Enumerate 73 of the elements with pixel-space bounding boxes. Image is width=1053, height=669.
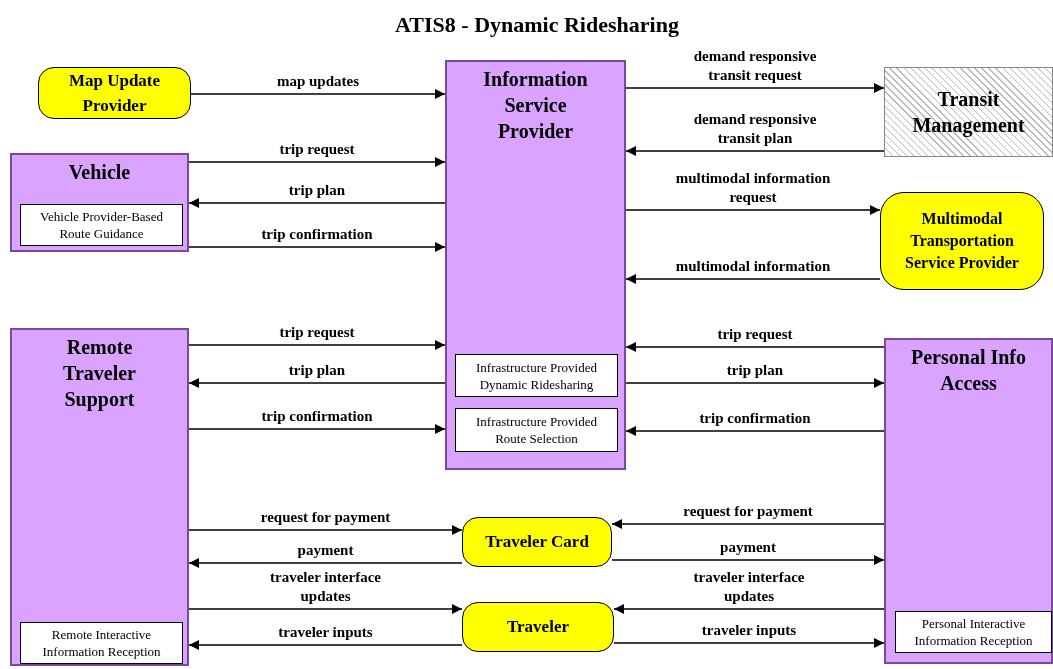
system-box xyxy=(10,153,189,252)
node-label: Traveler Card xyxy=(484,531,590,554)
arrow xyxy=(188,640,463,650)
arrow xyxy=(188,424,446,434)
terminator-box xyxy=(462,602,614,652)
edge-label: trip request xyxy=(278,323,356,342)
edge-label: trip request xyxy=(716,325,794,344)
system-box xyxy=(10,328,189,666)
terminator-box xyxy=(880,192,1044,290)
arrow xyxy=(625,378,885,388)
edge-label: trip plan xyxy=(725,361,785,380)
arrow xyxy=(188,378,446,388)
edge-label: demand responsive transit plan xyxy=(692,110,818,148)
node-label: Remote Interactive Information Reception xyxy=(41,626,162,660)
edge-label: trip plan xyxy=(287,361,347,380)
hatched-system-box xyxy=(884,67,1053,157)
node-label: Map Update Provider xyxy=(67,69,162,117)
arrow xyxy=(625,83,885,93)
function-box xyxy=(895,611,1052,653)
edge-label: payment xyxy=(719,538,777,557)
function-box xyxy=(455,354,618,397)
arrow xyxy=(188,242,446,252)
arrow xyxy=(188,604,463,614)
edge-label: payment xyxy=(296,541,355,560)
node-label: Personal Interactive Information Reception xyxy=(913,615,1034,649)
node-label: Multimodal Transportation Service Provider xyxy=(904,209,1020,273)
node-label: Infrastructure Provided Dynamic Ridesharing xyxy=(475,358,598,393)
arrow xyxy=(613,638,885,648)
edge-label: map updates xyxy=(275,72,361,91)
arrow xyxy=(625,426,885,436)
terminator-box xyxy=(462,517,612,567)
node-label: Transit Management xyxy=(911,87,1026,138)
arrow xyxy=(611,519,885,529)
edge-label: demand responsive transit request xyxy=(692,47,818,85)
arrow xyxy=(188,198,446,208)
edge-label: traveler interface updates xyxy=(269,568,382,606)
node-label: Remote Traveler Support xyxy=(62,335,137,412)
node-label: Personal Info Access xyxy=(910,345,1027,396)
node-label: Infrastructure Provided Route Selection xyxy=(475,413,598,447)
function-box xyxy=(20,204,183,246)
node-label: Vehicle xyxy=(67,160,132,185)
arrow xyxy=(625,205,881,215)
function-box xyxy=(455,408,618,452)
arrow xyxy=(188,558,463,568)
edge-label: multimodal information xyxy=(674,257,832,276)
arrow xyxy=(625,146,885,156)
arrow xyxy=(625,274,881,284)
arrow xyxy=(625,342,885,352)
arrow xyxy=(188,157,446,167)
diagram-title: ATIS8 - Dynamic Ridesharing xyxy=(394,11,680,39)
function-box xyxy=(20,622,183,664)
system-box xyxy=(445,60,626,470)
terminator-box xyxy=(38,67,191,119)
arrow xyxy=(613,604,885,614)
node-label: Information Service Provider xyxy=(482,67,589,144)
arrow xyxy=(190,89,446,99)
edge-label: trip plan xyxy=(287,181,347,200)
edge-label: traveler inputs xyxy=(277,623,374,642)
edge-label: trip confirmation xyxy=(260,407,374,426)
edge-label: trip confirmation xyxy=(698,409,812,428)
node-label: Traveler xyxy=(506,616,570,639)
arrow xyxy=(188,525,463,535)
edge-label: request for payment xyxy=(259,508,392,527)
edge-label: trip request xyxy=(278,140,356,159)
arrow xyxy=(611,555,885,565)
system-box xyxy=(884,338,1053,664)
node-label: Vehicle Provider-Based Route Guidance xyxy=(39,208,164,242)
edge-label: traveler interface updates xyxy=(692,568,806,606)
edge-label: request for payment xyxy=(682,502,814,521)
arrow xyxy=(188,340,446,350)
edge-label: traveler inputs xyxy=(700,621,798,640)
edge-label: multimodal information request xyxy=(674,169,832,207)
edge-label: trip confirmation xyxy=(260,225,374,244)
